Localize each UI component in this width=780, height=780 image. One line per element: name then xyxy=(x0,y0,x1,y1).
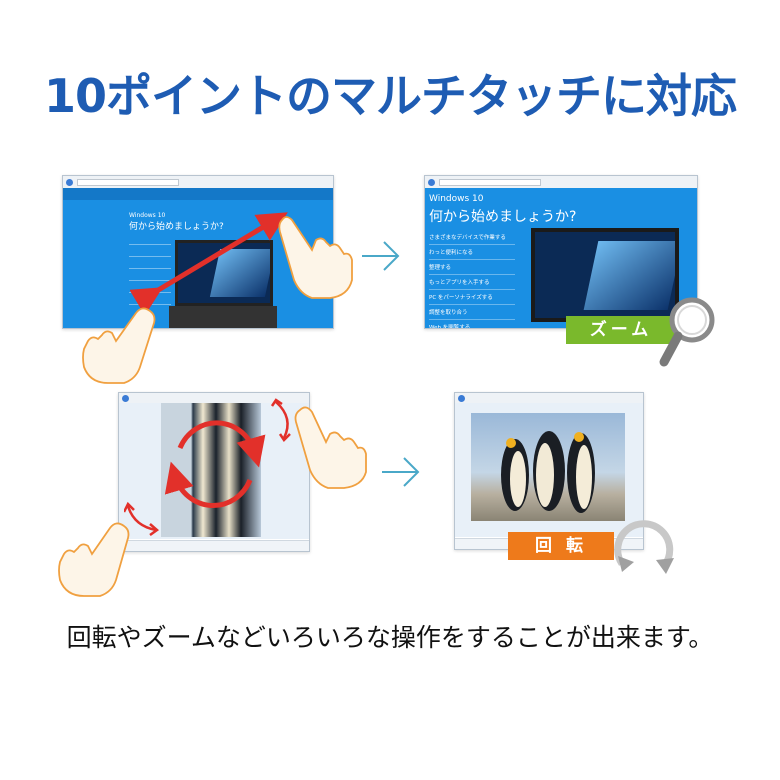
viewer-icon xyxy=(458,395,465,402)
magnifier-icon xyxy=(659,297,715,367)
viewer-statusbar xyxy=(119,540,309,551)
pinch-gesture-arrow xyxy=(130,212,288,310)
menu-list: さまざまなデバイスで作業する わっと便利になる 整理する もっとアプリを入手する… xyxy=(429,230,515,328)
menu-item: 整理する xyxy=(429,260,515,275)
viewer-icon xyxy=(122,395,129,402)
address-bar xyxy=(439,179,541,186)
rotate-badge: 回 転 xyxy=(508,532,614,560)
rotate-icon xyxy=(614,520,674,574)
menu-item: 調整を取り合う xyxy=(429,305,515,320)
penguin-photo xyxy=(471,413,625,521)
menu-item: さまざまなデバイスで作業する xyxy=(429,230,515,245)
rotate-gesture-arrows xyxy=(164,420,266,509)
browser-icon xyxy=(66,179,73,186)
browser-icon xyxy=(428,179,435,186)
page-caption: 回転やズームなどいろいろな操作をすることが出来ます。 xyxy=(66,623,714,652)
address-bar xyxy=(77,179,179,186)
next-arrow-icon xyxy=(362,241,400,271)
menu-item: Web を閲覧する xyxy=(429,320,515,328)
windows-page: Windows 10 何から始めましょうか? さまざまなデバイスで作業する わっ… xyxy=(425,188,697,328)
photo-area xyxy=(119,403,309,539)
window-product-name: Windows 10 xyxy=(429,194,484,204)
menu-item: PC をパーソナライズする xyxy=(429,290,515,305)
page-title: 10ポイントのマルチタッチに対応 xyxy=(43,69,737,123)
menu-item: もっとアプリを入手する xyxy=(429,275,515,290)
hand-icon xyxy=(58,522,130,597)
photo-area xyxy=(455,403,643,537)
zoom-badge: ズーム xyxy=(566,316,676,344)
browser-screenshot-after-zoom: Windows 10 何から始めましょうか? さまざまなデバイスで作業する わっ… xyxy=(424,175,698,329)
hand-icon xyxy=(294,406,367,489)
swipe-arrow xyxy=(124,501,160,536)
hand-icon xyxy=(278,216,353,299)
hand-icon xyxy=(82,307,156,384)
window-headline: 何から始めましょうか? xyxy=(429,209,577,225)
next-arrow-icon xyxy=(382,457,420,487)
swipe-arrow xyxy=(270,398,291,442)
menu-item: わっと便利になる xyxy=(429,245,515,260)
